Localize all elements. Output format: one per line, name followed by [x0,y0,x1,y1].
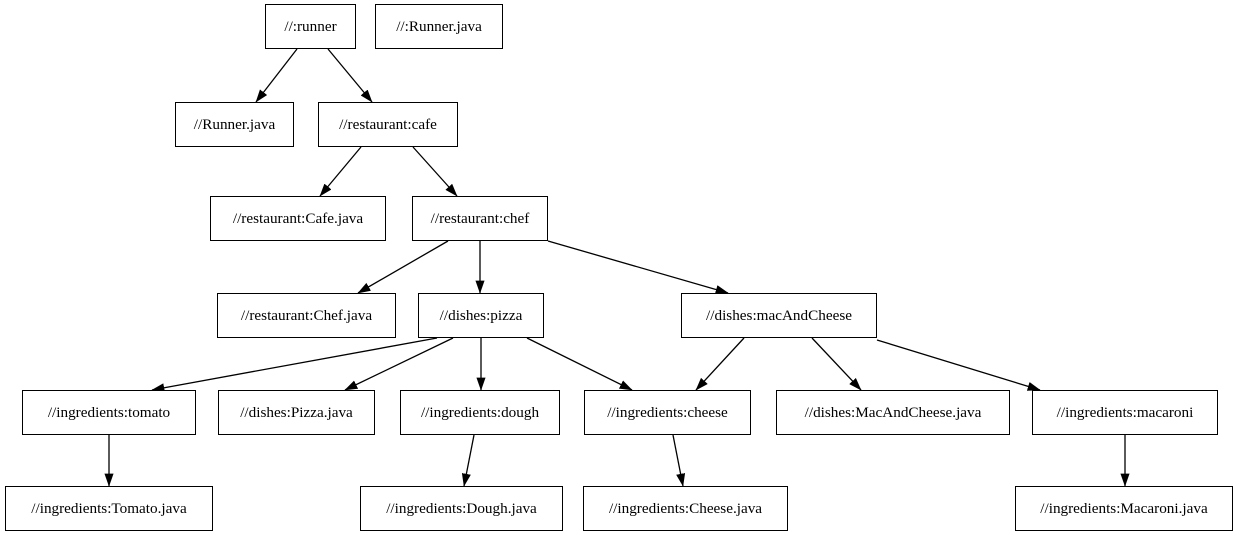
graph-node-label: //dishes:Pizza.java [240,403,353,421]
graph-node-label: //:Runner.java [396,17,482,35]
graph-node-label: //ingredients:Cheese.java [608,499,763,517]
graph-node-label: //restaurant:cafe [339,115,437,133]
graph-node-restaurant_cafe_java[interactable]: //restaurant:Cafe.java [210,196,386,241]
graph-node-runner_java_root[interactable]: //:Runner.java [375,4,503,49]
graph-node-label: //restaurant:chef [430,209,530,227]
graph-node-ing_macaroni_java[interactable]: //ingredients:Macaroni.java [1015,486,1233,531]
graph-node-label: //ingredients:Tomato.java [31,499,187,517]
graph-node-label: //dishes:MacAndCheese.java [804,403,982,421]
graph-node-label: //ingredients:Dough.java [386,499,537,517]
graph-node-runner_java[interactable]: //Runner.java [175,102,294,147]
graph-node-ing_tomato[interactable]: //ingredients:tomato [22,390,196,435]
graph-node-dishes_pizza_java[interactable]: //dishes:Pizza.java [218,390,375,435]
graph-node-dishes_pizza[interactable]: //dishes:pizza [418,293,544,338]
graph-node-restaurant_chef_java[interactable]: //restaurant:Chef.java [217,293,396,338]
graph-node-label: //ingredients:Macaroni.java [1040,499,1208,517]
graph-node-dishes_macandcheese[interactable]: //dishes:macAndCheese [681,293,877,338]
graph-node-ing_dough_java[interactable]: //ingredients:Dough.java [360,486,563,531]
graph-node-label: //dishes:macAndCheese [706,306,852,324]
graph-node-ing_cheese_java[interactable]: //ingredients:Cheese.java [583,486,788,531]
graph-node-dishes_mac_java[interactable]: //dishes:MacAndCheese.java [776,390,1010,435]
graph-node-label: //ingredients:cheese [607,403,728,421]
graph-node-ing_dough[interactable]: //ingredients:dough [400,390,560,435]
graph-node-runner[interactable]: //:runner [265,4,356,49]
graph-node-restaurant_cafe[interactable]: //restaurant:cafe [318,102,458,147]
graph-node-label: //ingredients:macaroni [1056,403,1194,421]
graph-node-restaurant_chef[interactable]: //restaurant:chef [412,196,548,241]
graph-node-ing_macaroni[interactable]: //ingredients:macaroni [1032,390,1218,435]
graph-node-label: //Runner.java [193,115,276,133]
graph-node-label: //ingredients:tomato [47,403,171,421]
graph-node-label: //restaurant:Cafe.java [232,209,364,227]
graph-node-label: //:runner [284,17,337,35]
graph-node-ing_cheese[interactable]: //ingredients:cheese [584,390,751,435]
graph-node-label: //restaurant:Chef.java [240,306,373,324]
graph-node-label: //dishes:pizza [439,306,523,324]
graph-node-label: //ingredients:dough [420,403,540,421]
graph-node-ing_tomato_java[interactable]: //ingredients:Tomato.java [5,486,213,531]
